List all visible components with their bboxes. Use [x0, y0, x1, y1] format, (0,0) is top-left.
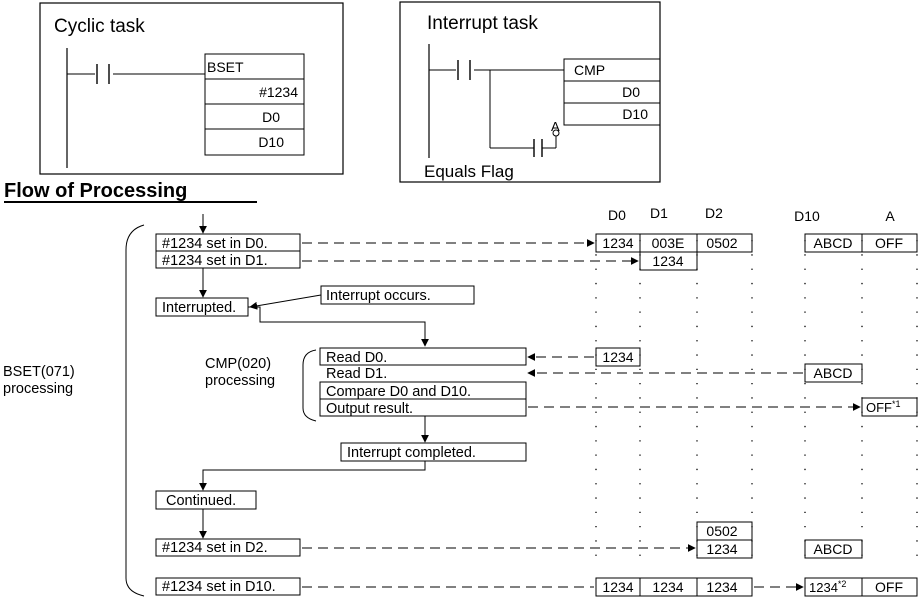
- step-continued-box: [155, 490, 257, 510]
- step-read-d1: Read D1.: [326, 366, 387, 382]
- cell-d2-new: [696, 539, 753, 559]
- cell-row1-a: [861, 233, 918, 253]
- value-output: OFF: [866, 400, 892, 415]
- flow-title: Flow of Processing: [4, 180, 187, 202]
- col-header-d10: D10: [794, 208, 820, 224]
- value-read-d10: ABCD: [814, 365, 853, 381]
- step-interrupt-occurs: Interrupt occurs.: [326, 288, 431, 304]
- value-d10-before: ABCD: [814, 541, 853, 557]
- step-set-d2: #1234 set in D2.: [162, 540, 268, 556]
- flow-arrow-to-cmp: [248, 306, 429, 347]
- value-row1-a: OFF: [875, 235, 903, 251]
- cmp-processing-label-2: processing: [205, 373, 275, 389]
- interrupt-task-title: Interrupt task: [427, 13, 538, 34]
- bset-operand-2: D0: [262, 109, 280, 125]
- value-final-a: OFF: [875, 579, 903, 595]
- step-interrupted: Interrupted.: [162, 300, 236, 316]
- flow-arrow-to-continued: [199, 461, 426, 491]
- bset-label: BSET: [207, 59, 244, 75]
- interrupt-task-panel: Interrupt task A CMP D0 D10 Equals Flag: [399, 1, 661, 183]
- footnote-1: *1: [892, 399, 901, 409]
- value-row1-d10: ABCD: [814, 235, 853, 251]
- value-d2-old: 0502: [706, 523, 737, 539]
- step-output-box: [319, 398, 527, 417]
- bset-processing-label-1: BSET(071): [3, 364, 75, 380]
- cell-read-d0: [595, 347, 641, 367]
- cmp-operand-1: D0: [622, 84, 640, 100]
- svg-text:OFF*1: OFF*1: [866, 399, 901, 415]
- bset-operand-3: D10: [258, 134, 284, 150]
- cmp-label: CMP: [574, 62, 605, 78]
- step-set-d10-box: [155, 577, 301, 596]
- contact-a-label: A: [551, 119, 560, 134]
- value-row1-d0: 1234: [602, 235, 633, 251]
- cmp-operand-2: D10: [622, 106, 648, 122]
- step-compare: Compare D0 and D10.: [326, 384, 471, 400]
- cell-output: [861, 397, 918, 417]
- cmp-bracket: [302, 349, 317, 422]
- value-row2-d1: 1234: [652, 253, 683, 269]
- bset-operand-1: #1234: [259, 84, 298, 100]
- cyclic-task-panel: Cyclic task BSET #1234 D0 D10: [39, 2, 344, 175]
- step-output: Output result.: [326, 401, 413, 417]
- bset-processing-label-2: processing: [3, 381, 73, 397]
- cmp-instruction-block: [563, 58, 661, 126]
- step-interrupt-completed-box: [340, 442, 527, 462]
- value-final-d0: 1234: [602, 579, 633, 595]
- cell-final-d2: [696, 577, 753, 597]
- cyclic-task-title: Cyclic task: [54, 16, 145, 37]
- cyclic-task-frame: [39, 2, 344, 175]
- value-d2-new: 1234: [706, 541, 737, 557]
- col-header-d0: D0: [608, 207, 626, 223]
- step-set-d1-box: [155, 250, 301, 269]
- value-final-d2: 1234: [706, 579, 737, 595]
- step-set-d1: #1234 set in D1.: [162, 253, 268, 269]
- step-set-d10: #1234 set in D10.: [162, 579, 276, 595]
- svg-text:1234*2: 1234*2: [809, 579, 846, 595]
- col-header-d2: D2: [705, 205, 723, 221]
- cell-d10-before: [804, 539, 863, 559]
- footnote-2: *2: [838, 579, 847, 589]
- value-final-d10: 1234: [809, 580, 838, 595]
- value-final-d1: 1234: [652, 579, 683, 595]
- interrupt-occurs-arrow: [249, 294, 322, 310]
- value-read-d0: 1234: [602, 349, 633, 365]
- step-set-d0: #1234 set in D0.: [162, 236, 268, 252]
- bset-bracket: [125, 224, 145, 597]
- cell-read-d10: [804, 363, 863, 383]
- step-read-d0: Read D0.: [326, 350, 387, 366]
- step-interrupt-completed: Interrupt completed.: [347, 445, 476, 461]
- step-continued: Continued.: [166, 493, 236, 509]
- cell-row1-d2: [696, 233, 753, 253]
- step-set-d2-box: [155, 538, 301, 557]
- col-header-a: A: [885, 208, 895, 224]
- cell-row2-d1: [639, 251, 698, 271]
- cell-final-a: [861, 577, 918, 597]
- value-row1-d2: 0502: [706, 235, 737, 251]
- equals-flag-label: Equals Flag: [424, 162, 514, 181]
- step-read-d0-box: [319, 347, 527, 366]
- col-header-d1: D1: [650, 205, 668, 221]
- cmp-processing-label-1: CMP(020): [205, 356, 271, 372]
- value-row1-d1: 003E: [652, 235, 685, 251]
